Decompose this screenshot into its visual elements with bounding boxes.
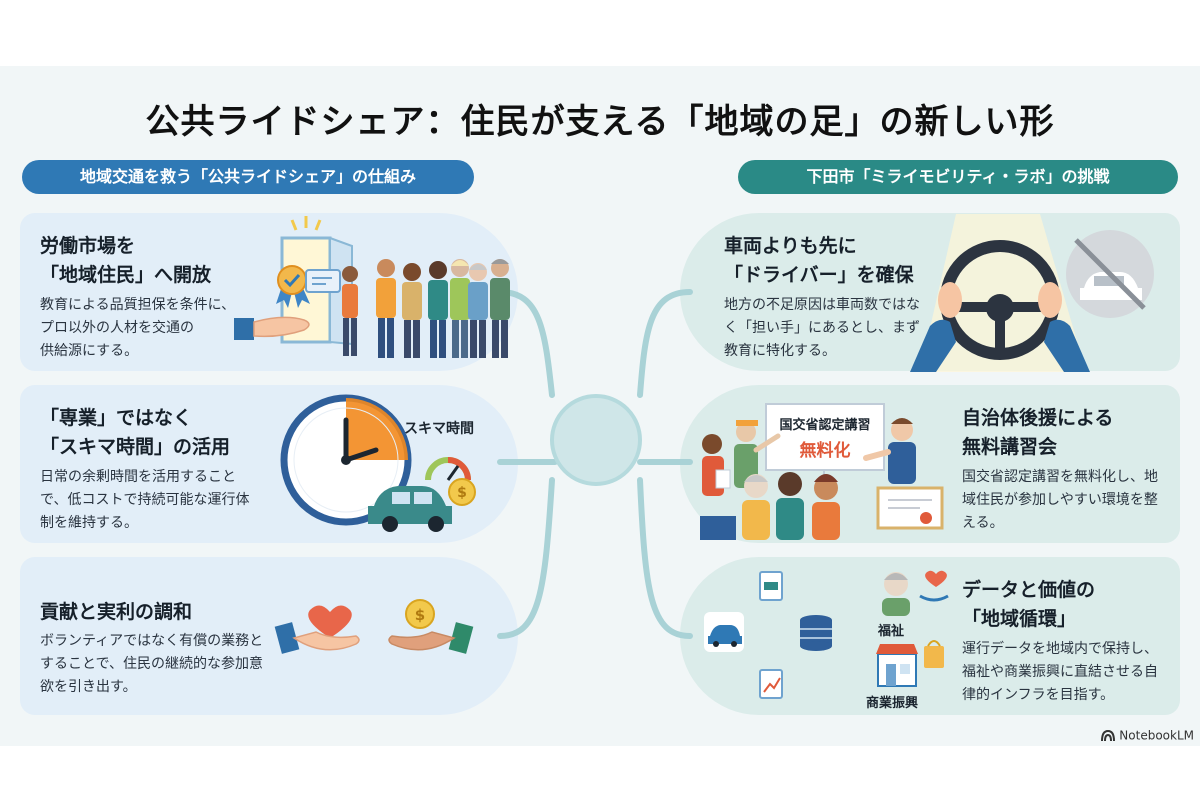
- right-section-heading: 下田市「ミライモビリティ・ラボ」の挑戦: [738, 160, 1178, 194]
- card-title-free-training: 自治体後援による 無料講習会: [962, 407, 1114, 458]
- card-title-spare-time: 「専業」ではなく 「スキマ時間」の活用: [40, 407, 231, 458]
- card-title-contribution: 貢献と実利の調和: [40, 601, 193, 623]
- car-icon: [704, 612, 744, 652]
- page-title: 公共ライドシェア：住民が支える「地域の足」の新しい形: [145, 102, 1055, 142]
- card-title-labor-market: 労働市場を 「地域住民」へ開放: [40, 235, 212, 286]
- coin-icon: $: [405, 599, 435, 629]
- certificate-icon: [876, 486, 944, 530]
- card-body-regional-circulation: 運行データを地域内で保持し、福祉や商業振興に直結させる自律的インフラを目指す。: [962, 641, 1158, 703]
- quality-badge-icon: [276, 265, 310, 308]
- card-body-drivers-first: 地方の不足原因は車両数ではなく「担い手」にあるとし、まず教育に特化する。: [724, 297, 920, 359]
- instructor-icon: [863, 418, 916, 484]
- receiving-hands-icon: [274, 622, 474, 654]
- card-body-contribution: ボランティアではなく有償の業務とすることで、住民の継続的な参加意欲を引き出す。: [40, 633, 264, 695]
- training-board-line2: 無料化: [799, 441, 851, 461]
- no-car-icon: [1066, 230, 1154, 318]
- spare-time-label: スキマ時間: [404, 421, 474, 437]
- watermark: NotebookLM: [1101, 728, 1194, 743]
- heart-icon: [308, 605, 352, 638]
- card-title-drivers-first: 車両よりも先に 「ドライバー」を確保: [724, 235, 914, 286]
- giving-hand-icon: [234, 316, 310, 340]
- svg-text:$: $: [415, 606, 425, 624]
- clock-icon: [280, 394, 412, 526]
- license-card-icon: [305, 269, 341, 293]
- card-title-regional-circulation: データと価値の 「地域循環」: [962, 579, 1096, 630]
- svg-text:$: $: [457, 485, 467, 501]
- residents-group-icon: [342, 259, 510, 358]
- speed-gauge-icon: [425, 457, 471, 481]
- elderly-person-icon: [882, 572, 910, 616]
- card-body-free-training: 国交省認定講習を無料化し、地域住民が参加しやすい環境を整える。: [962, 469, 1158, 531]
- coin-icon: $: [448, 478, 476, 506]
- heart-hand-icon: [919, 570, 949, 602]
- watermark-text: NotebookLM: [1119, 728, 1194, 743]
- card-body-spare-time: 日常の余剰時間を活用することで、低コストで持続可能な運行体制を維持する。: [40, 469, 250, 531]
- left-section-heading: 地域交通を救う「公共ライドシェア」の仕組み: [22, 160, 474, 194]
- chart-document-icon: [759, 669, 783, 699]
- document-icon: [759, 571, 783, 601]
- car-icon: [368, 486, 452, 532]
- commerce-label: 商業振興: [866, 696, 919, 711]
- steering-wheel-icon: [910, 214, 1090, 372]
- notebooklm-logo-icon: [1101, 729, 1116, 741]
- central-hub: [550, 394, 642, 486]
- database-icon: [800, 615, 832, 651]
- trainees-group-icon: [700, 420, 840, 540]
- welfare-label: 福祉: [878, 624, 905, 639]
- training-board-line1: 国交省認定講習: [779, 418, 871, 433]
- card-body-labor-market: 教育による品質担保を条件に、 プロ以外の人材を交通の 供給源にする。: [40, 297, 236, 359]
- shop-icon: [876, 644, 918, 687]
- shopping-bag-icon: [924, 640, 944, 668]
